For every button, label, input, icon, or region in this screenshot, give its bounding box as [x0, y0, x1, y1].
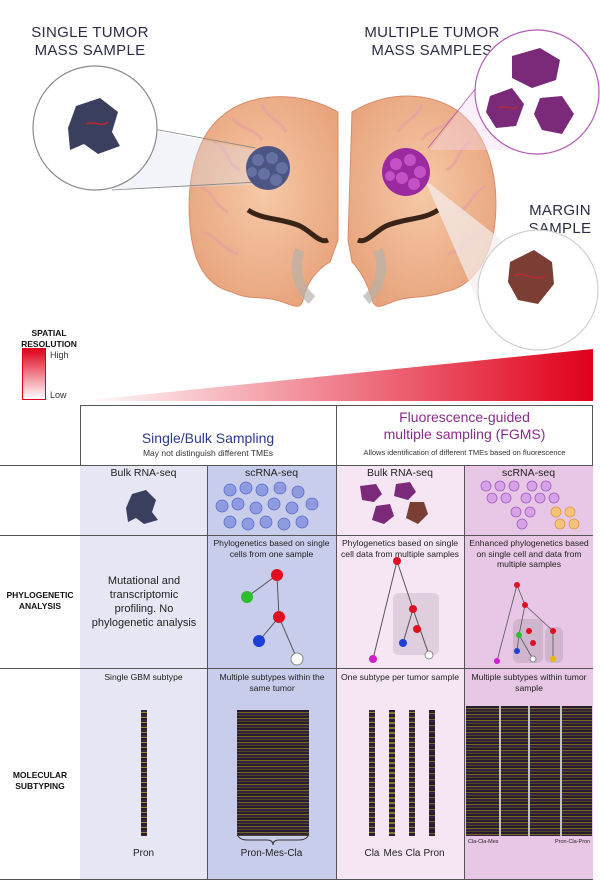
col3-subtype-label-3: Cla: [405, 848, 421, 859]
grid-h4: [0, 879, 593, 880]
bulk-tumor-icon: [126, 490, 158, 524]
header-divider: [336, 405, 337, 465]
phylo-col1-text: Mutational and transcriptomic profiling.…: [91, 575, 197, 629]
spatial-title-line1: SPATIAL: [31, 328, 67, 338]
multiple-label-line1: MULTIPLE TUMOR: [364, 24, 500, 41]
grid-h3: [0, 668, 593, 669]
single-tumor-label: SINGLE TUMOR MASS SAMPLE: [20, 24, 160, 60]
tree-col2: [246, 574, 298, 660]
legend-high-label: High: [50, 350, 69, 360]
single-bulk-title: Single/Bulk Sampling: [141, 430, 275, 446]
tree-node: [241, 591, 253, 603]
multiple-zoom-circle: [474, 29, 600, 155]
heatmap-col4-sep: [528, 706, 530, 836]
sample-icons: [126, 480, 580, 531]
tree-node: [273, 611, 285, 623]
grid-h2: [0, 535, 593, 536]
heatmap-col2: [237, 710, 309, 836]
resolution-gradient-wedge: [80, 349, 593, 401]
margin-label-line1: MARGIN: [529, 202, 591, 219]
single-tumor-fragment: [68, 98, 120, 154]
col3-heading: Bulk RNA-seq: [367, 467, 433, 479]
grid-v2: [336, 465, 337, 880]
fgms-title-line2: multiple sampling (FGMS): [383, 426, 546, 442]
molecular-subtyping-label: MOLECULAR SUBTYPING: [0, 770, 80, 792]
heatmap-col3-stripe-3: [409, 710, 415, 836]
molec-col3-text: One subtype per tumor sample: [341, 672, 459, 682]
brain-illustration: [32, 29, 600, 351]
phylogenetic-analysis-label: PHYLOGENETIC ANALYSIS: [0, 590, 80, 612]
molec-label-line2: SUBTYPING: [15, 781, 65, 791]
single-label-line2: MASS SAMPLE: [34, 42, 146, 59]
molec-col1-text: Single GBM subtype: [104, 672, 183, 682]
spatial-title-line2: RESOLUTION: [21, 339, 77, 349]
tree-col3-highlight: [393, 593, 439, 655]
col1-heading: Bulk RNA-seq: [110, 467, 177, 479]
tree-col4: [496, 584, 554, 662]
heatmap-col4-sep: [560, 706, 562, 836]
legend-low-label: Low: [50, 390, 67, 400]
fluorescent-tumor-mass: [382, 148, 430, 196]
col2-subtype-label: Pron-Mes-Cla: [240, 848, 303, 859]
phylo-col2-text: Phylogenetics based on single cells from…: [213, 538, 330, 559]
phylo-label-line1: PHYLOGENETIC: [6, 590, 74, 600]
single-tumor-mass: [246, 146, 290, 190]
grid-h1: [0, 465, 593, 466]
heatmap-col1-stripe: [141, 710, 147, 836]
col1-subtype-label: Pron: [132, 848, 155, 859]
heatmap-col4: [466, 706, 592, 836]
multiple-label-line2: MASS SAMPLES: [371, 42, 493, 59]
tree-node: [290, 652, 304, 666]
heatmap-col2-brace: [237, 834, 309, 846]
single-bulk-subtitle: May not distinguish different TMEs: [142, 448, 274, 458]
fgms-title-line1: Fluorescence-guided: [399, 409, 530, 425]
tree-col3: [372, 560, 430, 660]
grid-v3: [464, 465, 465, 880]
grid-v1: [207, 465, 208, 880]
col4-heading: scRNA-seq: [501, 467, 556, 479]
single-label-line1: SINGLE TUMOR: [31, 24, 149, 41]
heatmap-col3-stripe-1: [369, 710, 375, 836]
blue-cells-icon: [215, 481, 319, 531]
col3-subtype-label-1: Cla: [364, 848, 380, 859]
purple-orange-cells-icon: [480, 480, 580, 530]
molec-col4-text: Multiple subtypes within tumor sample: [471, 672, 587, 693]
molec-label-line1: MOLECULAR: [12, 770, 68, 780]
heatmap-col3-stripe-4: [429, 710, 435, 836]
col4-subtype-label-left: Cla-Cla-Mes: [468, 839, 499, 845]
spatial-resolution-title: SPATIAL RESOLUTION: [14, 328, 84, 350]
spatial-resolution-bar: [22, 348, 46, 400]
molec-col2-text: Multiple subtypes within the same tumor: [219, 672, 325, 693]
purple-fragments-icon: [360, 482, 428, 524]
phylo-col3-text: Phylogenetics based on single cell data …: [341, 538, 459, 559]
fgms-subtitle: Allows identification of different TMEs …: [363, 448, 566, 457]
col3-subtype-label-4: Pron: [423, 848, 445, 859]
multiple-tumor-label: MULTIPLE TUMOR MASS SAMPLES: [352, 24, 512, 60]
tree-node: [253, 635, 265, 647]
phylo-trees: [241, 557, 563, 666]
phylo-label-line2: ANALYSIS: [18, 601, 62, 611]
col3-subtype-label-2: Mes: [383, 848, 403, 859]
phylo-col4-text: Enhanced phylogenetics based on single c…: [469, 538, 589, 569]
heatmap-col3-stripe-2: [389, 710, 395, 836]
col2-heading: scRNA-seq: [244, 467, 299, 479]
col4-subtype-label-right: Pron-Cla-Pron: [555, 839, 591, 845]
left-hemisphere: [188, 96, 339, 307]
tree-node: [271, 569, 283, 581]
fgms-title: Fluorescence-guided multiple sampling (F…: [336, 409, 593, 443]
col3-bg: [336, 465, 464, 880]
heatmap-col4-sep: [499, 706, 501, 836]
